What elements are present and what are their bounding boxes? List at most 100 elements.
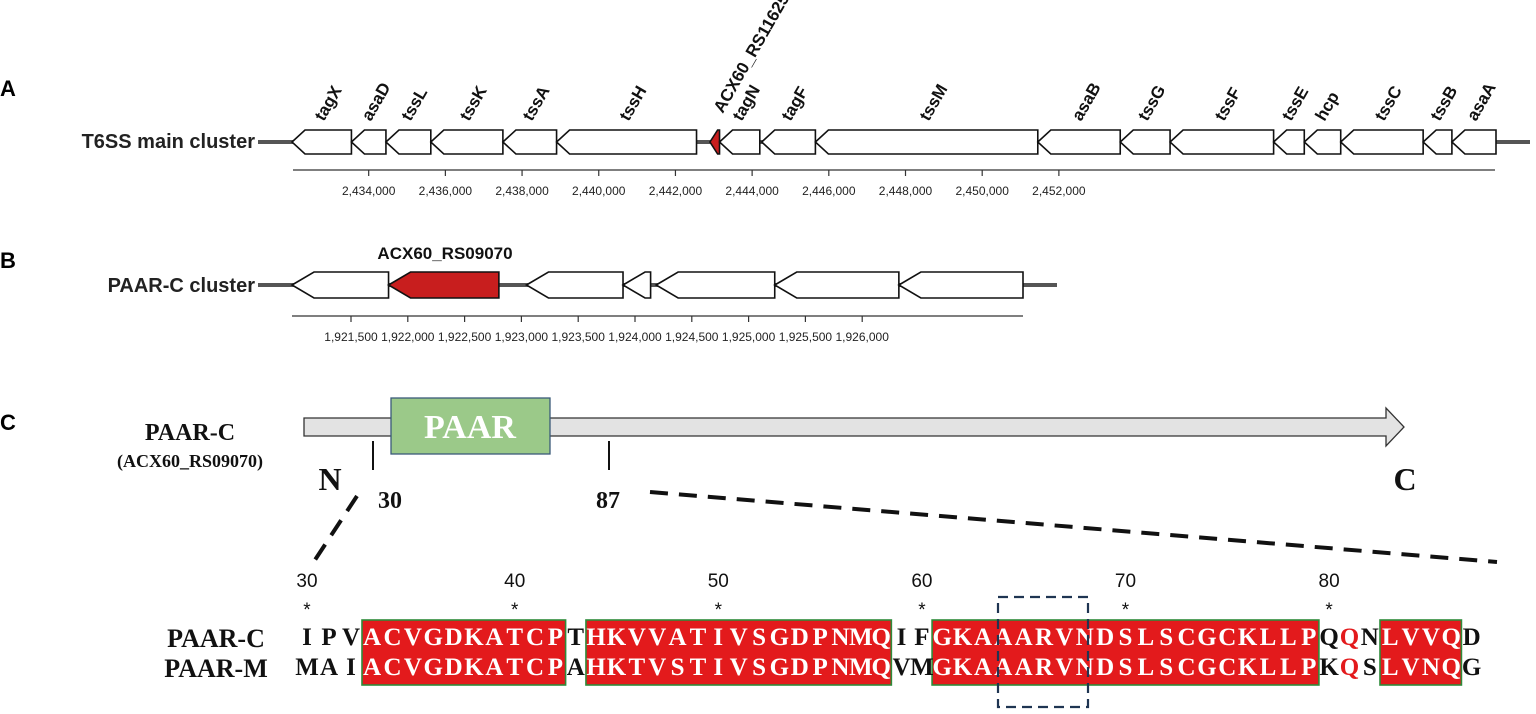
gene-asad: [350, 129, 387, 155]
alignment-position-numbers: 30*40*50*60*70*80*: [296, 571, 1339, 621]
axis-tick-label: 1,921,500: [324, 330, 378, 344]
t6ss-cluster-label: T6SS main cluster: [82, 131, 256, 153]
residue: A: [363, 654, 381, 681]
position-number: 30: [296, 571, 317, 592]
gene-tssl: [384, 129, 432, 155]
axis-tick-label: 2,434,000: [342, 184, 396, 198]
conserved-block: [1379, 619, 1463, 686]
axis-tick-label: 1,922,500: [438, 330, 492, 344]
position-star: *: [511, 600, 519, 621]
residue: H: [586, 654, 606, 681]
gene-tssh: [555, 129, 698, 155]
residue: V: [893, 654, 911, 681]
panel-a-letter: A: [0, 76, 16, 101]
gene-asaa: [1450, 129, 1497, 155]
gene-label-tssg: tssG: [1134, 82, 1169, 124]
residue: Q: [1340, 624, 1359, 651]
zoom-line-right: [649, 490, 1498, 564]
gene-6: [773, 271, 900, 299]
residue: P: [321, 624, 336, 651]
residue: C: [1178, 624, 1196, 651]
gene-label-tssh: tssH: [616, 83, 651, 124]
residue: K: [464, 654, 484, 681]
acx60-rs09070-label: ACX60_RS09070: [377, 244, 512, 263]
gene-tssg: [1119, 129, 1171, 155]
residue: V: [404, 624, 422, 651]
residue: G: [1462, 654, 1481, 681]
residue: K: [1238, 654, 1258, 681]
axis-tick-label: 1,925,000: [722, 330, 776, 344]
residue: L: [1260, 624, 1277, 651]
position-number: 50: [708, 571, 729, 592]
residue: T: [629, 654, 646, 681]
residue: L: [1280, 624, 1297, 651]
axis-tick-label: 2,450,000: [955, 184, 1009, 198]
residue: L: [1382, 654, 1399, 681]
residue: G: [933, 654, 952, 681]
residue: C: [1218, 654, 1236, 681]
paar-c-cluster-label: PAAR-C cluster: [108, 275, 256, 297]
residue: G: [933, 624, 952, 651]
n-terminus-label: N: [318, 461, 341, 497]
gene-acx60-rs11625: [708, 129, 721, 155]
residue: G: [424, 654, 443, 681]
residue: D: [445, 654, 463, 681]
residue: P: [812, 654, 827, 681]
residue: T: [506, 624, 523, 651]
conserved-block: [585, 619, 893, 686]
residue: S: [752, 624, 766, 651]
gene-label-tssf: tssF: [1211, 84, 1245, 124]
residue: K: [1238, 624, 1258, 651]
residue: K: [953, 624, 973, 651]
residue: D: [791, 654, 809, 681]
residue: R: [1035, 654, 1054, 681]
residue: S: [671, 654, 685, 681]
residue: V: [648, 624, 666, 651]
gene-hcp: [1303, 129, 1342, 155]
residue: V: [1422, 624, 1440, 651]
position-number: 60: [911, 571, 932, 592]
residue: L: [1138, 624, 1155, 651]
alignment-row-name-paar-m: PAAR-M: [164, 654, 267, 683]
residue: N: [1361, 624, 1379, 651]
gene-acx60-rs09070: [386, 271, 500, 299]
position-star: *: [303, 600, 311, 621]
gene-label-tssl: tssL: [397, 84, 431, 124]
gene-label-tssa: tssA: [519, 83, 554, 124]
residue: A: [485, 624, 503, 651]
residue: C: [526, 624, 544, 651]
gene-tagf: [760, 129, 817, 155]
panel-b-letter: B: [0, 248, 16, 273]
residue: V: [404, 654, 422, 681]
gene-label-tssb: tssB: [1427, 83, 1462, 124]
residue: S: [752, 654, 766, 681]
aaar-motif-box: [996, 595, 1090, 709]
residue: G: [1197, 624, 1216, 651]
axis-tick-label: 1,924,000: [608, 330, 662, 344]
residue: K: [464, 624, 484, 651]
gene-7: [897, 271, 1024, 299]
residue: A: [669, 624, 687, 651]
residue: Q: [871, 654, 890, 681]
position-star: *: [715, 600, 723, 621]
axis-tick-label: 1,922,000: [381, 330, 435, 344]
residue: V: [342, 624, 360, 651]
gene-tssf: [1168, 129, 1275, 155]
residue: R: [1035, 624, 1054, 651]
gene-label-tagf: tagF: [778, 83, 812, 124]
alignment-row-name-paar-c: PAAR-C: [167, 624, 265, 653]
protein-id: (ACX60_RS09070): [117, 451, 263, 472]
residue: G: [1197, 654, 1216, 681]
residue: A: [1015, 624, 1033, 651]
residue: P: [812, 624, 827, 651]
residue: P: [548, 654, 563, 681]
residue: C: [1178, 654, 1196, 681]
gene-label-tsse: tssE: [1278, 83, 1312, 124]
axis-tick-label: 2,440,000: [572, 184, 626, 198]
position-number: 80: [1319, 571, 1340, 592]
gene-asab: [1036, 129, 1122, 155]
residue: I: [713, 624, 723, 651]
